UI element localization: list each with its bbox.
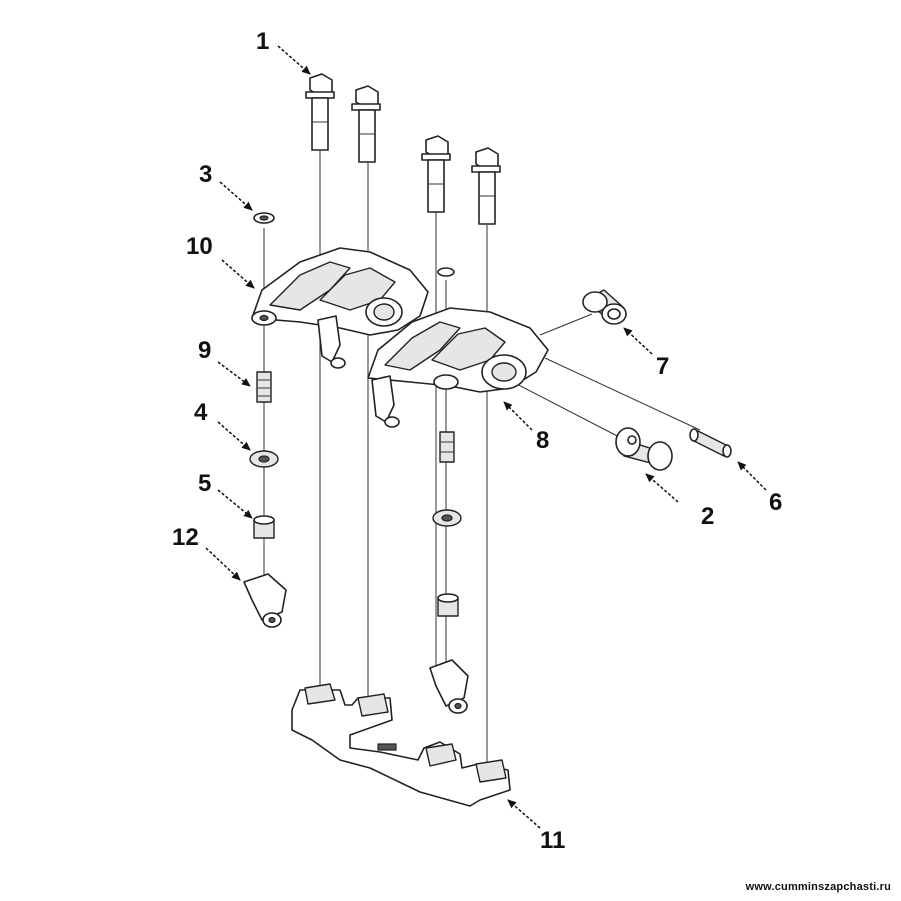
leader-8	[503, 401, 533, 431]
rocker-arm-assembly-left	[251, 247, 429, 369]
callout-8: 8	[536, 427, 549, 454]
leader-4	[217, 421, 251, 451]
leader-3	[219, 181, 253, 211]
callout-5: 5	[198, 470, 211, 497]
base-plate-11	[291, 683, 511, 807]
watermark: www.cumminszapchasti.ru	[745, 881, 891, 893]
leader-1	[277, 45, 311, 75]
bushing-7	[582, 289, 627, 325]
callout-11: 11	[540, 827, 565, 854]
bolt-1d	[471, 147, 501, 225]
bolt-1c	[421, 135, 451, 213]
callout-6: 6	[769, 489, 782, 516]
leader-2	[645, 473, 679, 503]
callout-labels: 1 2 3 4 5 6 7 8 9 10 11 12	[172, 28, 782, 854]
leader-arrows	[205, 45, 767, 829]
spring-9	[256, 371, 272, 403]
leader-5	[217, 489, 253, 519]
sleeve-right	[437, 593, 459, 617]
bolt-1a	[305, 73, 335, 151]
rocker-arm-assembly-right	[367, 267, 549, 428]
ring-4	[249, 450, 279, 468]
callout-4: 4	[194, 399, 208, 426]
callout-7: 7	[656, 353, 669, 380]
callout-12: 12	[172, 524, 199, 551]
lever-right	[429, 659, 469, 714]
sleeve-5	[253, 515, 275, 539]
callout-1: 1	[256, 28, 269, 55]
leader-7	[623, 327, 653, 355]
leader-11	[507, 799, 541, 829]
pin-6	[689, 428, 732, 458]
callout-10: 10	[186, 233, 213, 260]
shaft-2	[615, 427, 673, 471]
ring-right	[432, 509, 462, 527]
nut-3	[253, 212, 275, 224]
leader-12	[205, 547, 241, 581]
leader-9	[217, 361, 251, 387]
callout-3: 3	[199, 161, 212, 188]
spring-right	[439, 431, 455, 463]
lever-12	[243, 573, 287, 628]
leader-10	[221, 259, 255, 289]
callout-2: 2	[701, 503, 714, 530]
leader-6	[737, 461, 767, 491]
callout-9: 9	[198, 337, 211, 364]
bolt-1b	[351, 85, 381, 163]
